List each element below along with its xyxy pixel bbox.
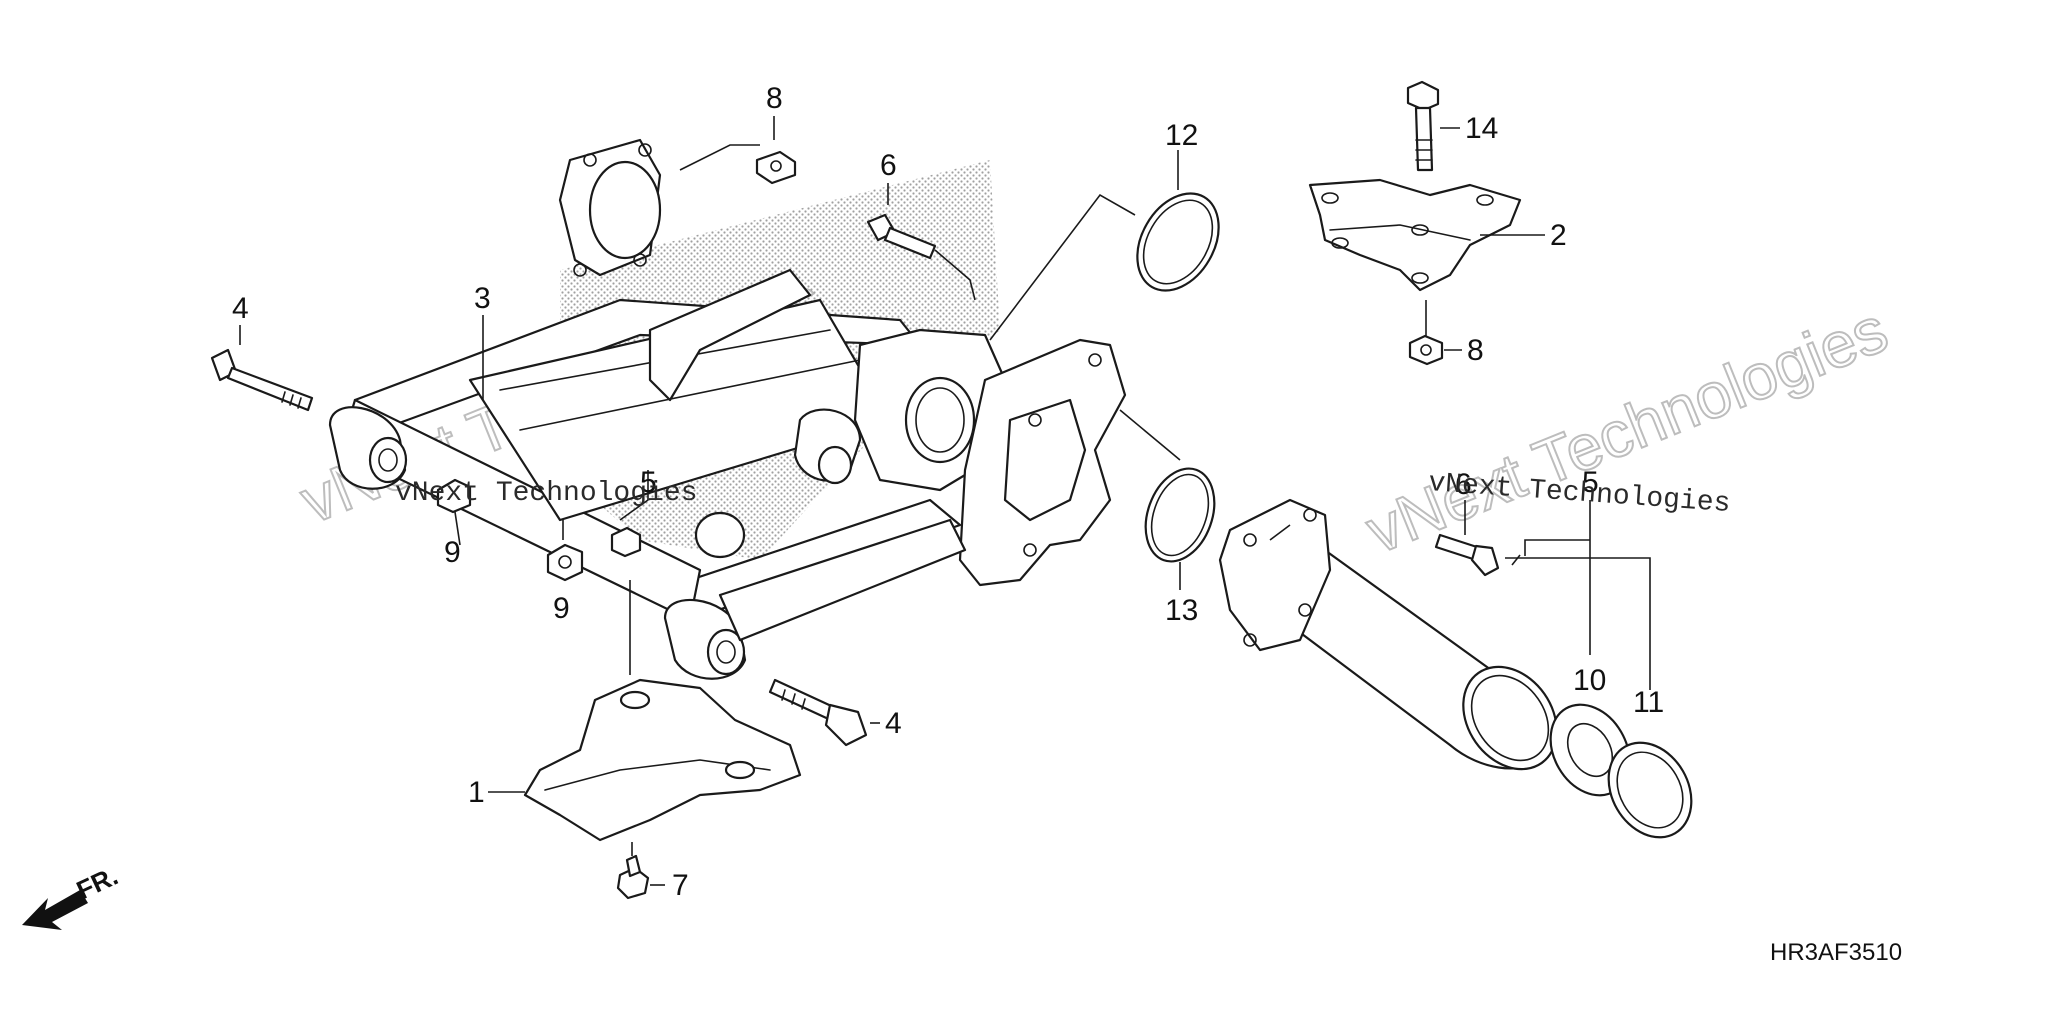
callout-4-left: 4 bbox=[232, 292, 249, 325]
callout-14: 14 bbox=[1465, 112, 1498, 145]
callout-8-top: 8 bbox=[766, 82, 783, 115]
bracket-part-2 bbox=[1308, 178, 1522, 292]
callout-13: 13 bbox=[1165, 594, 1198, 627]
svg-text:vNext Technologies: vNext Technologies bbox=[1357, 293, 1897, 567]
callout-2: 2 bbox=[1550, 219, 1567, 252]
callout-11: 11 bbox=[1633, 686, 1664, 719]
axle-housing-part-5 bbox=[1218, 498, 1558, 771]
bolt-part-14 bbox=[1406, 80, 1440, 172]
callout-3: 3 bbox=[474, 282, 491, 315]
callout-5-right: 5 bbox=[1582, 466, 1599, 499]
leader-lines bbox=[239, 116, 1651, 886]
callout-5-left: 5 bbox=[640, 466, 657, 499]
watermark-small-left: vNext Technologies bbox=[395, 478, 697, 509]
nut-part-9-center bbox=[546, 543, 584, 582]
nut-part-8-right bbox=[1408, 334, 1444, 366]
bolt-part-4-left bbox=[210, 348, 314, 412]
callout-7: 7 bbox=[672, 869, 689, 902]
skid-plate-part-1 bbox=[523, 678, 802, 842]
bolt-part-4-right bbox=[768, 678, 868, 747]
diagram-code: HR3AF3510 bbox=[1770, 939, 1902, 966]
nut-part-8-top bbox=[755, 150, 797, 185]
bolt-part-6-right bbox=[1434, 533, 1500, 577]
front-direction-arrow: FR. bbox=[22, 861, 123, 930]
callout-4-right: 4 bbox=[885, 707, 902, 740]
callout-12: 12 bbox=[1165, 119, 1198, 152]
callout-6-top: 6 bbox=[880, 149, 897, 182]
bolt-part-7 bbox=[616, 854, 650, 900]
seal-part-11 bbox=[1607, 741, 1693, 839]
watermark-big-right: vNext Technologies bbox=[1356, 292, 1898, 568]
callout-10: 10 bbox=[1573, 664, 1606, 697]
o-ring-part-13 bbox=[1144, 467, 1216, 563]
callout-8-right: 8 bbox=[1467, 334, 1484, 367]
o-ring-part-12 bbox=[1136, 192, 1220, 292]
nut-part-9-left bbox=[436, 478, 472, 514]
swingarm-frame bbox=[328, 138, 1127, 680]
nut-part-5-left bbox=[610, 526, 642, 558]
callout-9-center: 9 bbox=[444, 536, 461, 569]
bolt-part-6-top bbox=[866, 213, 937, 260]
callout-9-left: 9 bbox=[553, 592, 570, 625]
callout-6-right: 6 bbox=[1455, 468, 1472, 501]
callout-1: 1 bbox=[468, 776, 485, 809]
